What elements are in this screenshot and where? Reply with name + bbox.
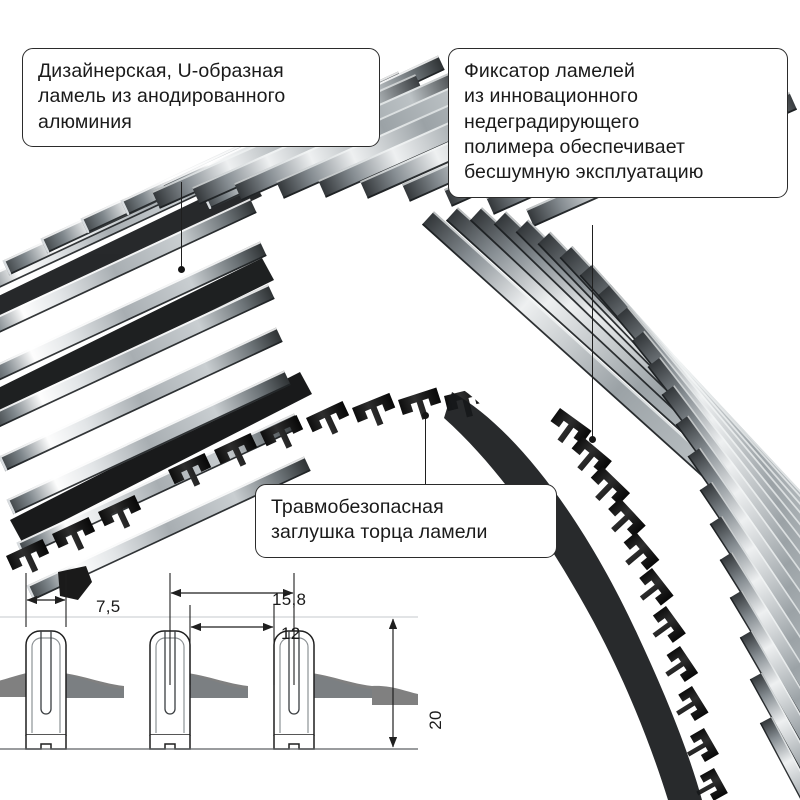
leader-line-endcap xyxy=(425,415,427,485)
callout-lamella: Дизайнерская, U-образная ламель из аноди… xyxy=(22,48,380,148)
dim-label-slat-height: 20 xyxy=(425,710,445,730)
leader-dot-endcap xyxy=(422,412,429,419)
dimension-drawing xyxy=(0,573,418,750)
slat-field-flat xyxy=(0,55,798,601)
callout-endcap: Травмобезопасная заглушка торца ламели xyxy=(255,484,557,558)
rolled-grille-curve xyxy=(421,207,800,800)
profile-1 xyxy=(25,630,67,750)
leader-dot-fixator xyxy=(589,436,596,443)
extension-lines xyxy=(25,573,295,685)
polymer-clip-row-back xyxy=(0,175,312,542)
dim-label-slat-gap: 12 xyxy=(281,624,301,643)
dim-label-slat-width: 7,5 xyxy=(96,597,121,616)
callout-fixator: Фиксатор ламелей из инновационного недег… xyxy=(448,48,788,198)
leader-line-fixator xyxy=(592,225,594,441)
dim-label-slat-pitch: 15,8 xyxy=(272,590,307,609)
leader-dot-lamella xyxy=(178,266,185,273)
leader-line-lamella xyxy=(181,182,183,270)
